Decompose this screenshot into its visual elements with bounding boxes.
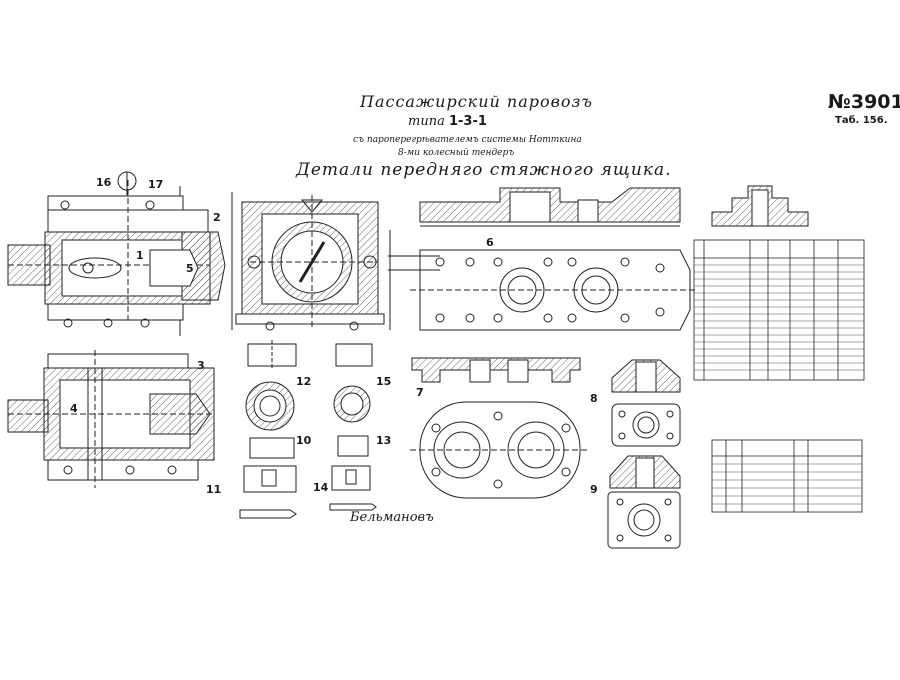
part-label-9: 9 (590, 483, 598, 496)
part-label-8: 8 (590, 392, 598, 405)
part-9-flange (607, 455, 681, 549)
small-detail-top-right (711, 185, 809, 227)
superheater-note: съ пароперегрѣвателемъ системы Нотткина (353, 135, 582, 145)
part-label-16: 16 (96, 176, 112, 189)
part-label-2: 2 (213, 211, 221, 224)
locomotive-type: типа 1-3-1 (408, 114, 487, 129)
parts-13-15 (329, 343, 377, 511)
part-label-11: 11 (206, 483, 222, 496)
part-label-17: 17 (148, 178, 164, 191)
tender-note: 8-ми колесный тендеръ (398, 148, 515, 158)
part-label-14: 14 (313, 481, 329, 494)
drawing-subject: Детали передняго стяжного ящика. (296, 160, 672, 180)
part-label-4: 4 (70, 402, 78, 415)
signature: Бельмановъ (350, 510, 434, 525)
revision-table (711, 439, 863, 513)
parts-list-table (693, 239, 865, 381)
part-label-10: 10 (296, 434, 312, 447)
table-number: Таб. 156. (835, 115, 888, 126)
part-label-1: 1 (136, 249, 144, 262)
part-label-5: 5 (186, 262, 194, 275)
type-prefix: типа (408, 114, 445, 129)
drawing-title: Пассажирский паровозъ (360, 92, 593, 111)
part-4-section (7, 350, 215, 488)
parts-10-12 (239, 340, 297, 519)
wheel-arrangement: 1-3-1 (448, 114, 487, 129)
part-label-13: 13 (376, 434, 392, 447)
part-label-12: 12 (296, 375, 312, 388)
part-1-plan-view (7, 171, 226, 336)
part-7-oval-plate (410, 357, 590, 499)
part-label-15: 15 (376, 375, 392, 388)
sheet-number: №3901 (828, 91, 900, 113)
part-2-cross-section (231, 192, 440, 331)
part-6-plate (410, 187, 695, 331)
part-label-3: 3 (197, 359, 205, 372)
part-8-flange (611, 359, 681, 447)
part-label-7: 7 (416, 386, 424, 399)
part-label-6: 6 (486, 236, 494, 249)
